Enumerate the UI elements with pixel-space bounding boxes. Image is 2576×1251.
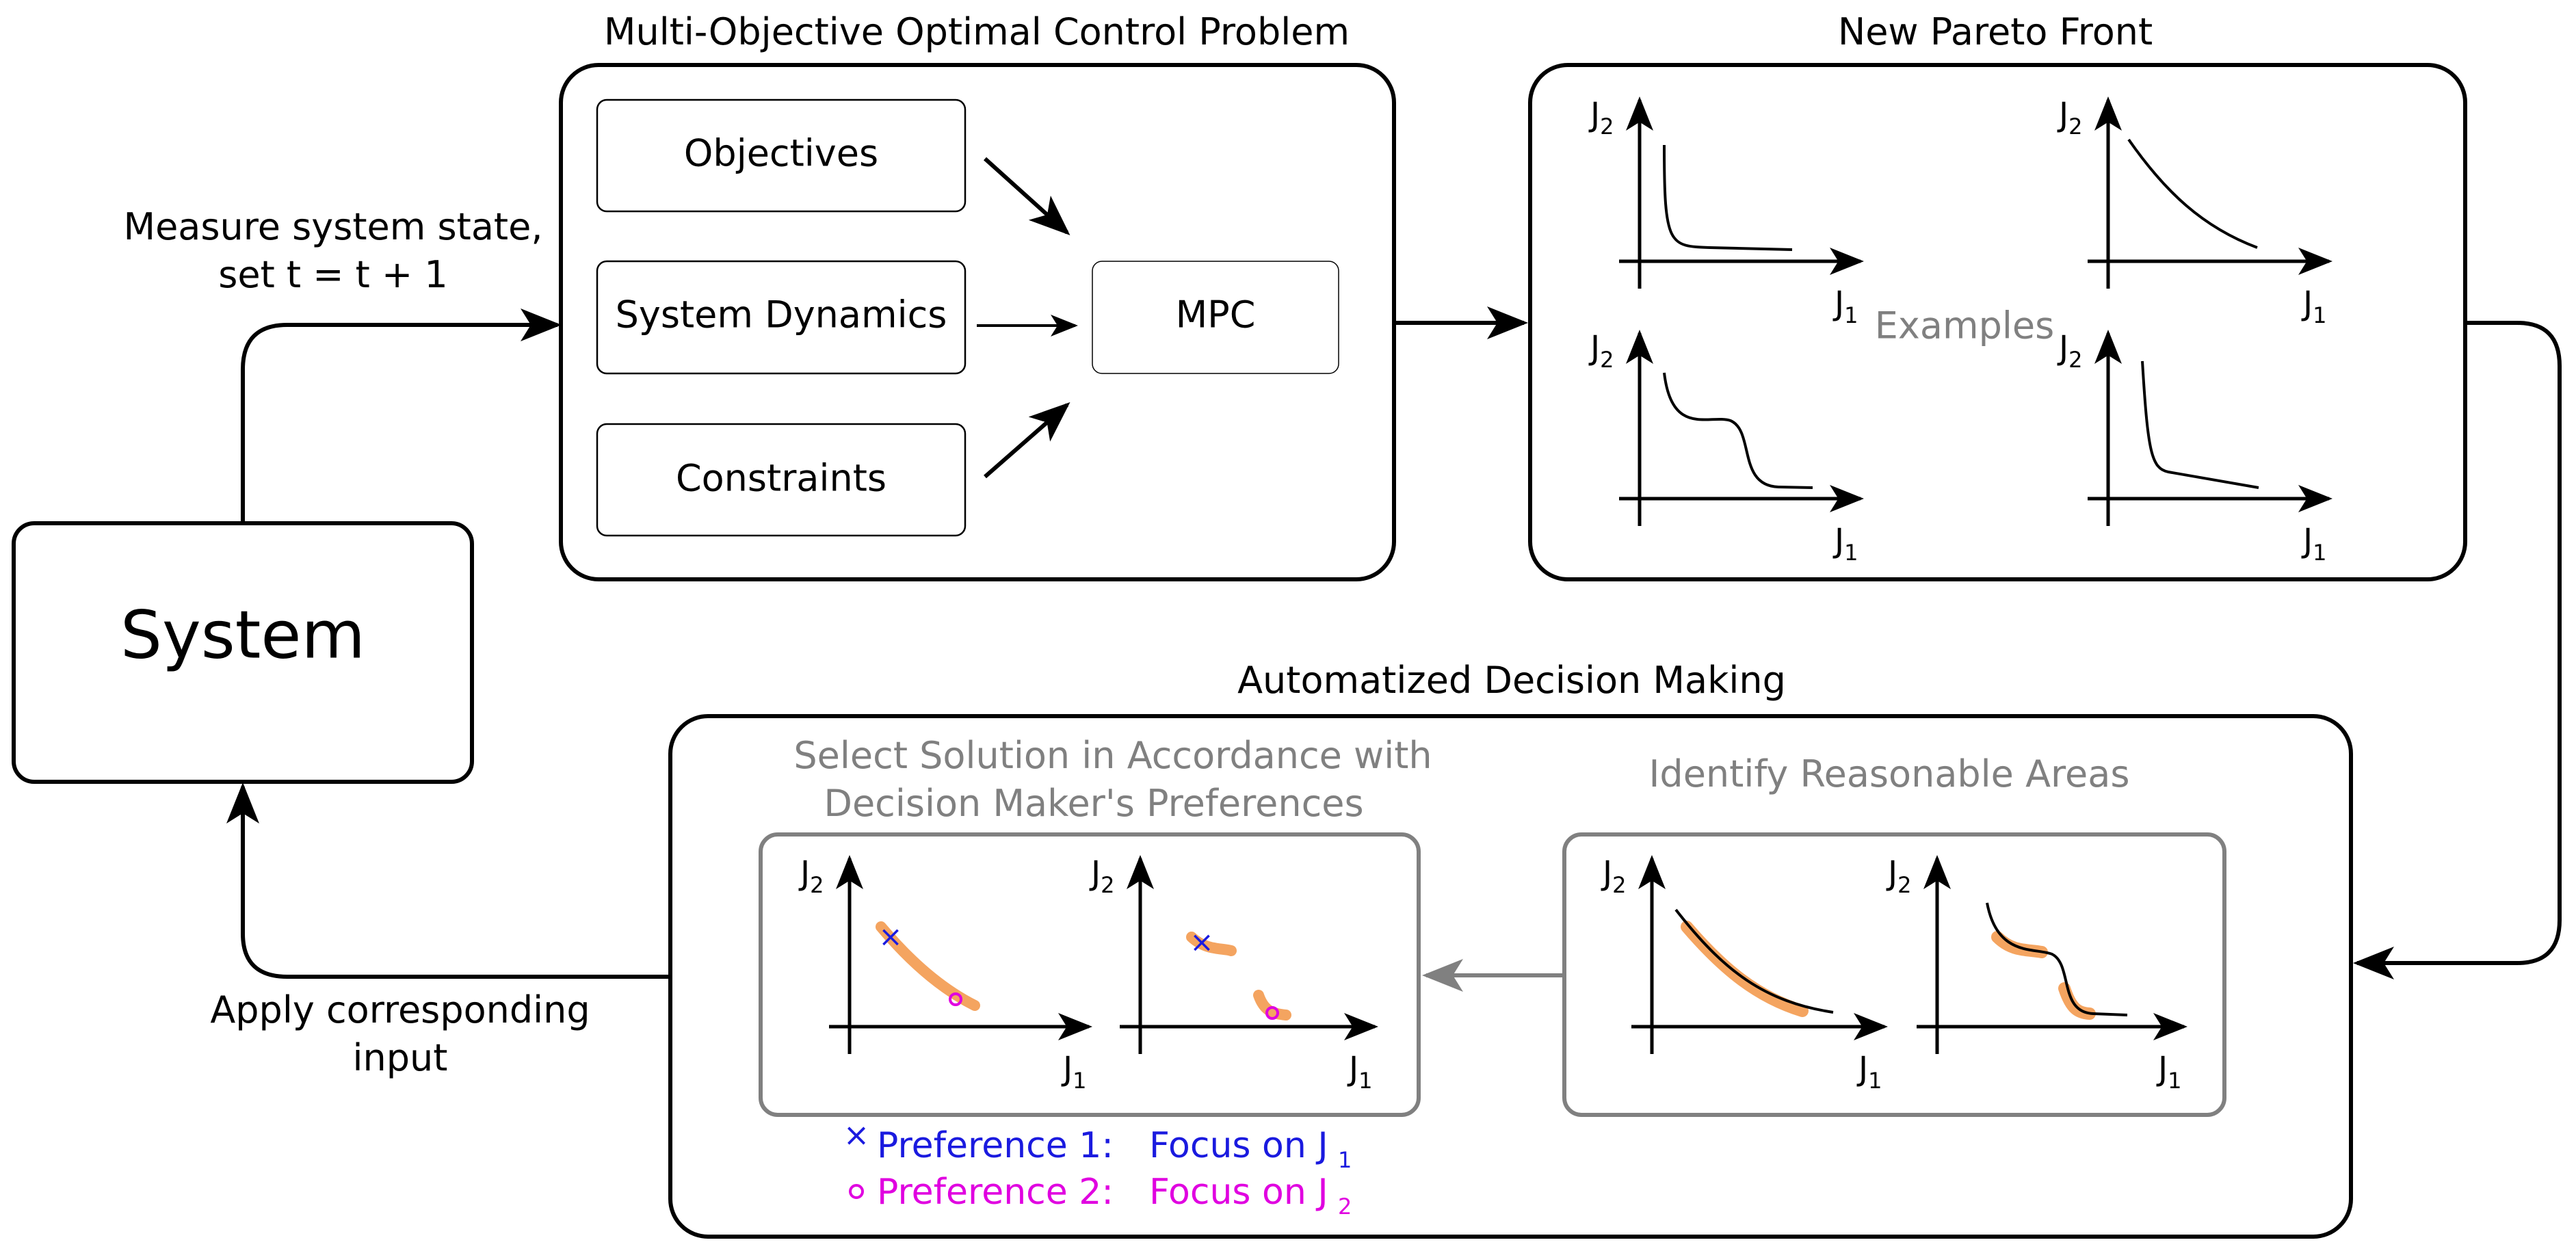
constraints-label: Constraints <box>676 457 886 500</box>
x-axis-label: J1 <box>1832 522 1858 566</box>
pareto-curve <box>1674 908 1834 1014</box>
reasonable-area-highlight <box>1186 932 1237 956</box>
legend-pref1-marker: × <box>843 1116 870 1153</box>
x-axis-label: J1 <box>2301 285 2327 328</box>
legend-pref2-marker <box>849 1184 864 1199</box>
preference-legend: × Preference 1: Focus on J 1 Preference … <box>843 1116 1352 1220</box>
y-axis-label: J2 <box>2057 329 2083 373</box>
apply-input-arrow <box>226 782 674 979</box>
x-axis-label: J1 <box>1832 285 1858 328</box>
reasonable-area-highlight <box>876 921 980 1011</box>
y-axis-label: J2 <box>798 854 824 898</box>
identify-title: Identify Reasonable Areas <box>1649 752 2130 795</box>
constraints-to-mpc-arrow <box>984 402 1070 479</box>
y-axis-label: J2 <box>2057 96 2083 140</box>
y-axis-label: J2 <box>1588 329 1614 373</box>
y-axis-label: J2 <box>1886 854 1912 898</box>
select-title-line2: Decision Maker's Preferences <box>824 782 1363 825</box>
measure-text-line1: Measure system state, <box>123 205 542 248</box>
mpc-label: MPC <box>1176 293 1256 337</box>
legend-pref1-focus: Focus on J <box>1149 1125 1328 1166</box>
legend-pref1-sub: 1 <box>1338 1147 1352 1173</box>
pref1-marker: × <box>1190 925 1213 959</box>
x-axis-label: J1 <box>2156 1050 2182 1094</box>
pareto-curve <box>1663 144 1793 251</box>
pareto-to-decision-arrow <box>2353 321 2562 979</box>
x-axis-label: J1 <box>1347 1050 1373 1094</box>
objectives-label: Objectives <box>684 132 878 175</box>
x-axis-label: J1 <box>1061 1050 1087 1094</box>
apply-text-line2: input <box>353 1036 448 1079</box>
pareto-curve <box>1986 902 2128 1016</box>
objectives-to-mpc-arrow <box>983 157 1070 236</box>
objectives-box <box>596 98 967 213</box>
measure-text-line2: set t = t + 1 <box>218 253 448 296</box>
legend-pref1-label: Preference 1: <box>877 1125 1114 1166</box>
mocp-title: Multi-Objective Optimal Control Problem <box>604 10 1350 53</box>
legend-pref2-sub: 2 <box>1338 1194 1352 1220</box>
pareto-curve <box>2141 360 2259 489</box>
reasonable-area-highlight <box>1681 921 1809 1017</box>
dynamics-box <box>596 260 967 375</box>
legend-pref2-label: Preference 2: <box>877 1172 1114 1213</box>
x-axis-label: J1 <box>1856 1050 1882 1094</box>
pareto-curve <box>1663 372 1813 489</box>
dynamics-label: System Dynamics <box>616 293 947 337</box>
y-axis-label: J2 <box>1601 854 1627 898</box>
x-axis-label: J1 <box>2301 522 2327 566</box>
legend-pref2-focus: Focus on J <box>1149 1172 1328 1213</box>
apply-text-line1: Apply corresponding <box>210 988 590 1031</box>
mpc-box <box>1092 261 1339 374</box>
constraints-box <box>596 423 967 537</box>
select-solution-box <box>759 832 1421 1117</box>
pref2-marker <box>949 992 962 1006</box>
y-axis-label: J2 <box>1089 854 1115 898</box>
select-title-line1: Select Solution in Accordance with <box>793 734 1432 777</box>
y-axis-label: J2 <box>1588 96 1614 140</box>
pref1-marker: × <box>878 920 902 953</box>
measure-arrow <box>241 308 562 523</box>
decision-title: Automatized Decision Making <box>1237 659 1786 702</box>
reasonable-area-highlight <box>1253 990 1291 1020</box>
examples-label: Examples <box>1875 304 2054 347</box>
pareto-curve <box>2127 138 2258 249</box>
pareto-title: New Pareto Front <box>1838 10 2153 53</box>
system-label: System <box>120 596 365 673</box>
pref2-marker <box>1265 1006 1279 1020</box>
